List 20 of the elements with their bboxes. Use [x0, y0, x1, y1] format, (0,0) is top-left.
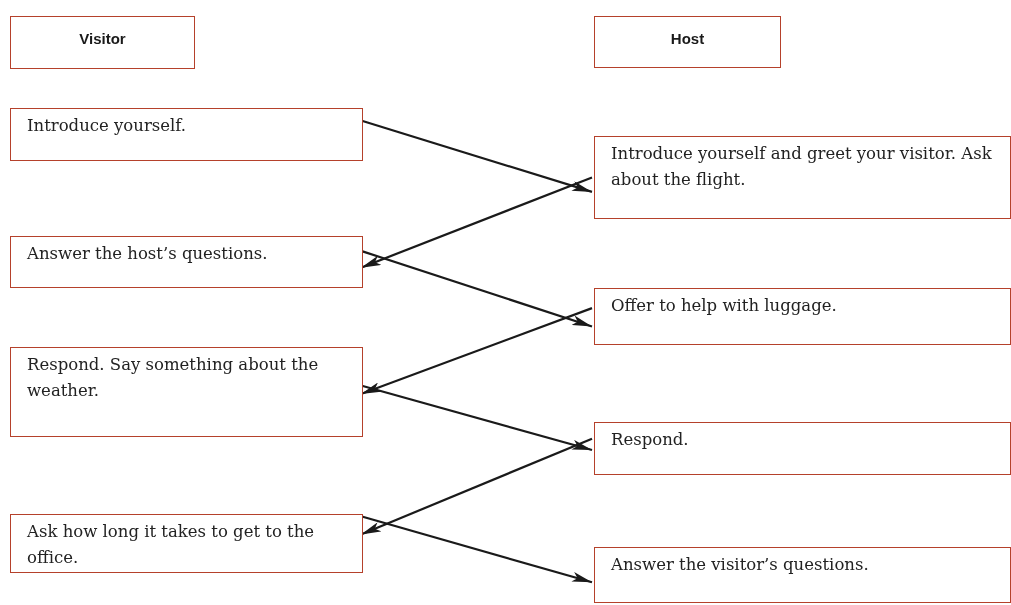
step-text: Answer the host’s questions.: [27, 244, 268, 263]
column-header-box: [10, 16, 195, 69]
step-text: Respond. Say something about the weather.: [27, 355, 319, 400]
step-text: Introduce yourself.: [27, 116, 187, 135]
step-text: Respond.: [611, 430, 689, 449]
step-box: [10, 514, 363, 573]
column-header-box: [594, 16, 781, 68]
header-text: Visitor: [79, 30, 126, 49]
step-box: [10, 108, 363, 161]
header-text: Host: [670, 30, 705, 49]
step-box: [594, 288, 1011, 345]
step-text: Offer to help with luggage.: [611, 296, 837, 315]
step-text: Introduce yourself and greet your visitor. Ask about the flight.: [611, 144, 992, 189]
step-box: [10, 347, 363, 437]
step-box: [594, 422, 1011, 475]
step-text: Ask how long it takes to get to the office.: [27, 522, 315, 567]
step-text: Answer the visitor’s questions.: [611, 555, 869, 574]
step-box: [594, 136, 1011, 219]
step-box: [10, 236, 363, 288]
step-box: [594, 547, 1011, 603]
